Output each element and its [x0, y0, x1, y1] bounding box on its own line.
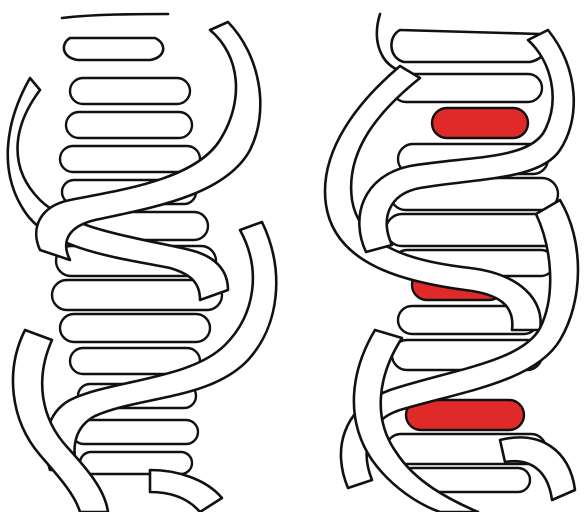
dna-helix-left [8, 14, 276, 512]
helix-right-rung-1-highlighted [432, 108, 528, 138]
helix-left-top-loop [64, 38, 163, 60]
helix-right-top-loop [391, 30, 546, 62]
helix-left-rung-7 [60, 314, 210, 342]
helix-left-top-cap [62, 14, 168, 18]
helix-left-tail [150, 470, 222, 512]
helix-left-rung-2 [60, 146, 200, 172]
dna-helix-right [325, 14, 578, 512]
helix-left-rung-10 [72, 420, 198, 444]
helix-right-rung-4 [386, 214, 562, 246]
helix-left-rung-11 [80, 452, 192, 474]
helix-left-rung-0 [70, 78, 190, 104]
helix-left-rung-1 [66, 112, 192, 138]
